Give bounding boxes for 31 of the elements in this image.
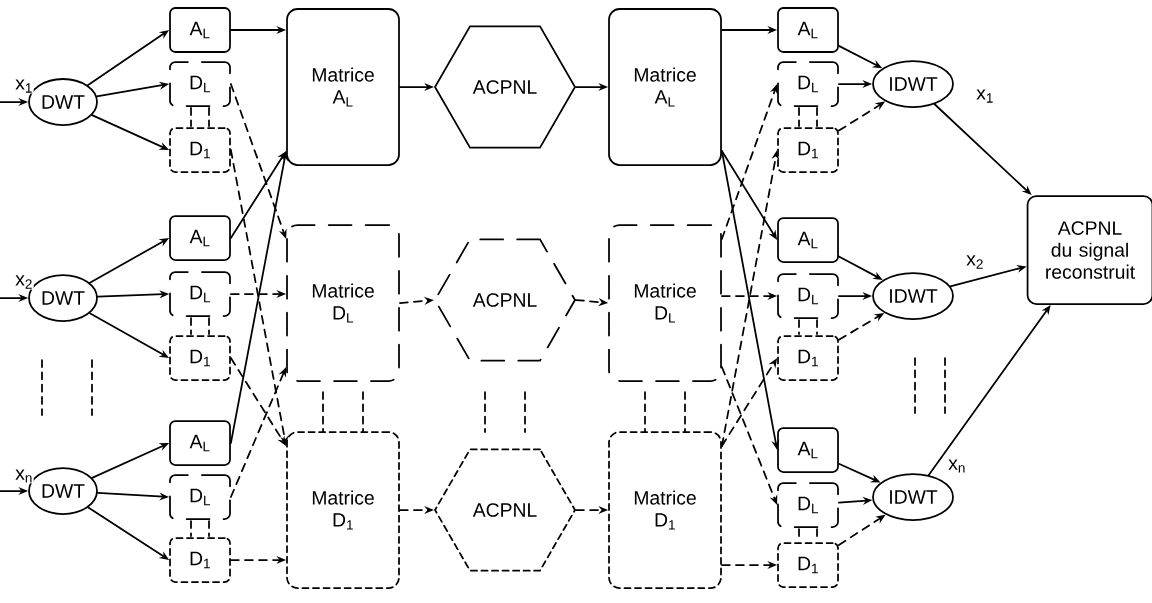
coefficient-box: D$_{L}$ xyxy=(169,474,231,520)
coefficient-box: D$_{1}$ xyxy=(777,542,839,588)
coefficient-box: D$_{L}$ xyxy=(777,482,839,528)
edge-label: x$_{2}$ xyxy=(14,274,34,290)
edge-label: x$_{n}$ xyxy=(14,468,34,484)
matrix-box: Matrice D$_{1}$ xyxy=(608,431,722,589)
coefficient-box: A$_{L}$ xyxy=(169,7,231,53)
matrix-box: Matrice D$_{1}$ xyxy=(286,431,400,589)
edge-label: x$_{1}$ xyxy=(975,88,995,104)
coefficient-box: A$_{L}$ xyxy=(169,215,231,261)
matrix-box: Matrice D$_{L}$ xyxy=(608,224,722,382)
matrix-box: Matrice A$_{L}$ xyxy=(608,8,722,166)
matrix-box: Matrice D$_{L}$ xyxy=(286,224,400,382)
coefficient-box: A$_{L}$ xyxy=(169,420,231,466)
coefficient-box: A$_{L}$ xyxy=(777,7,839,53)
edge-label: x$_{1}$ xyxy=(14,78,34,94)
coefficient-box: D$_{L}$ xyxy=(777,273,839,319)
coefficient-box: D$_{L}$ xyxy=(169,61,231,107)
coefficient-box: D$_{L}$ xyxy=(169,271,231,317)
edge-label: x$_{n}$ xyxy=(947,458,967,474)
coefficient-box: D$_{1}$ xyxy=(169,537,231,583)
edge-label: x$_{2}$ xyxy=(965,254,985,270)
coefficient-box: D$_{1}$ xyxy=(169,335,231,381)
matrix-box: Matrice A$_{L}$ xyxy=(286,8,400,166)
coefficient-box: D$_{L}$ xyxy=(777,61,839,107)
coefficient-box: A$_{L}$ xyxy=(777,217,839,263)
coefficient-box: D$_{1}$ xyxy=(169,127,231,173)
result-box: ACPNL du signal reconstruit xyxy=(1026,195,1152,305)
coefficient-box: A$_{L}$ xyxy=(777,427,839,473)
coefficient-box: D$_{1}$ xyxy=(777,335,839,381)
coefficient-box: D$_{1}$ xyxy=(777,127,839,173)
